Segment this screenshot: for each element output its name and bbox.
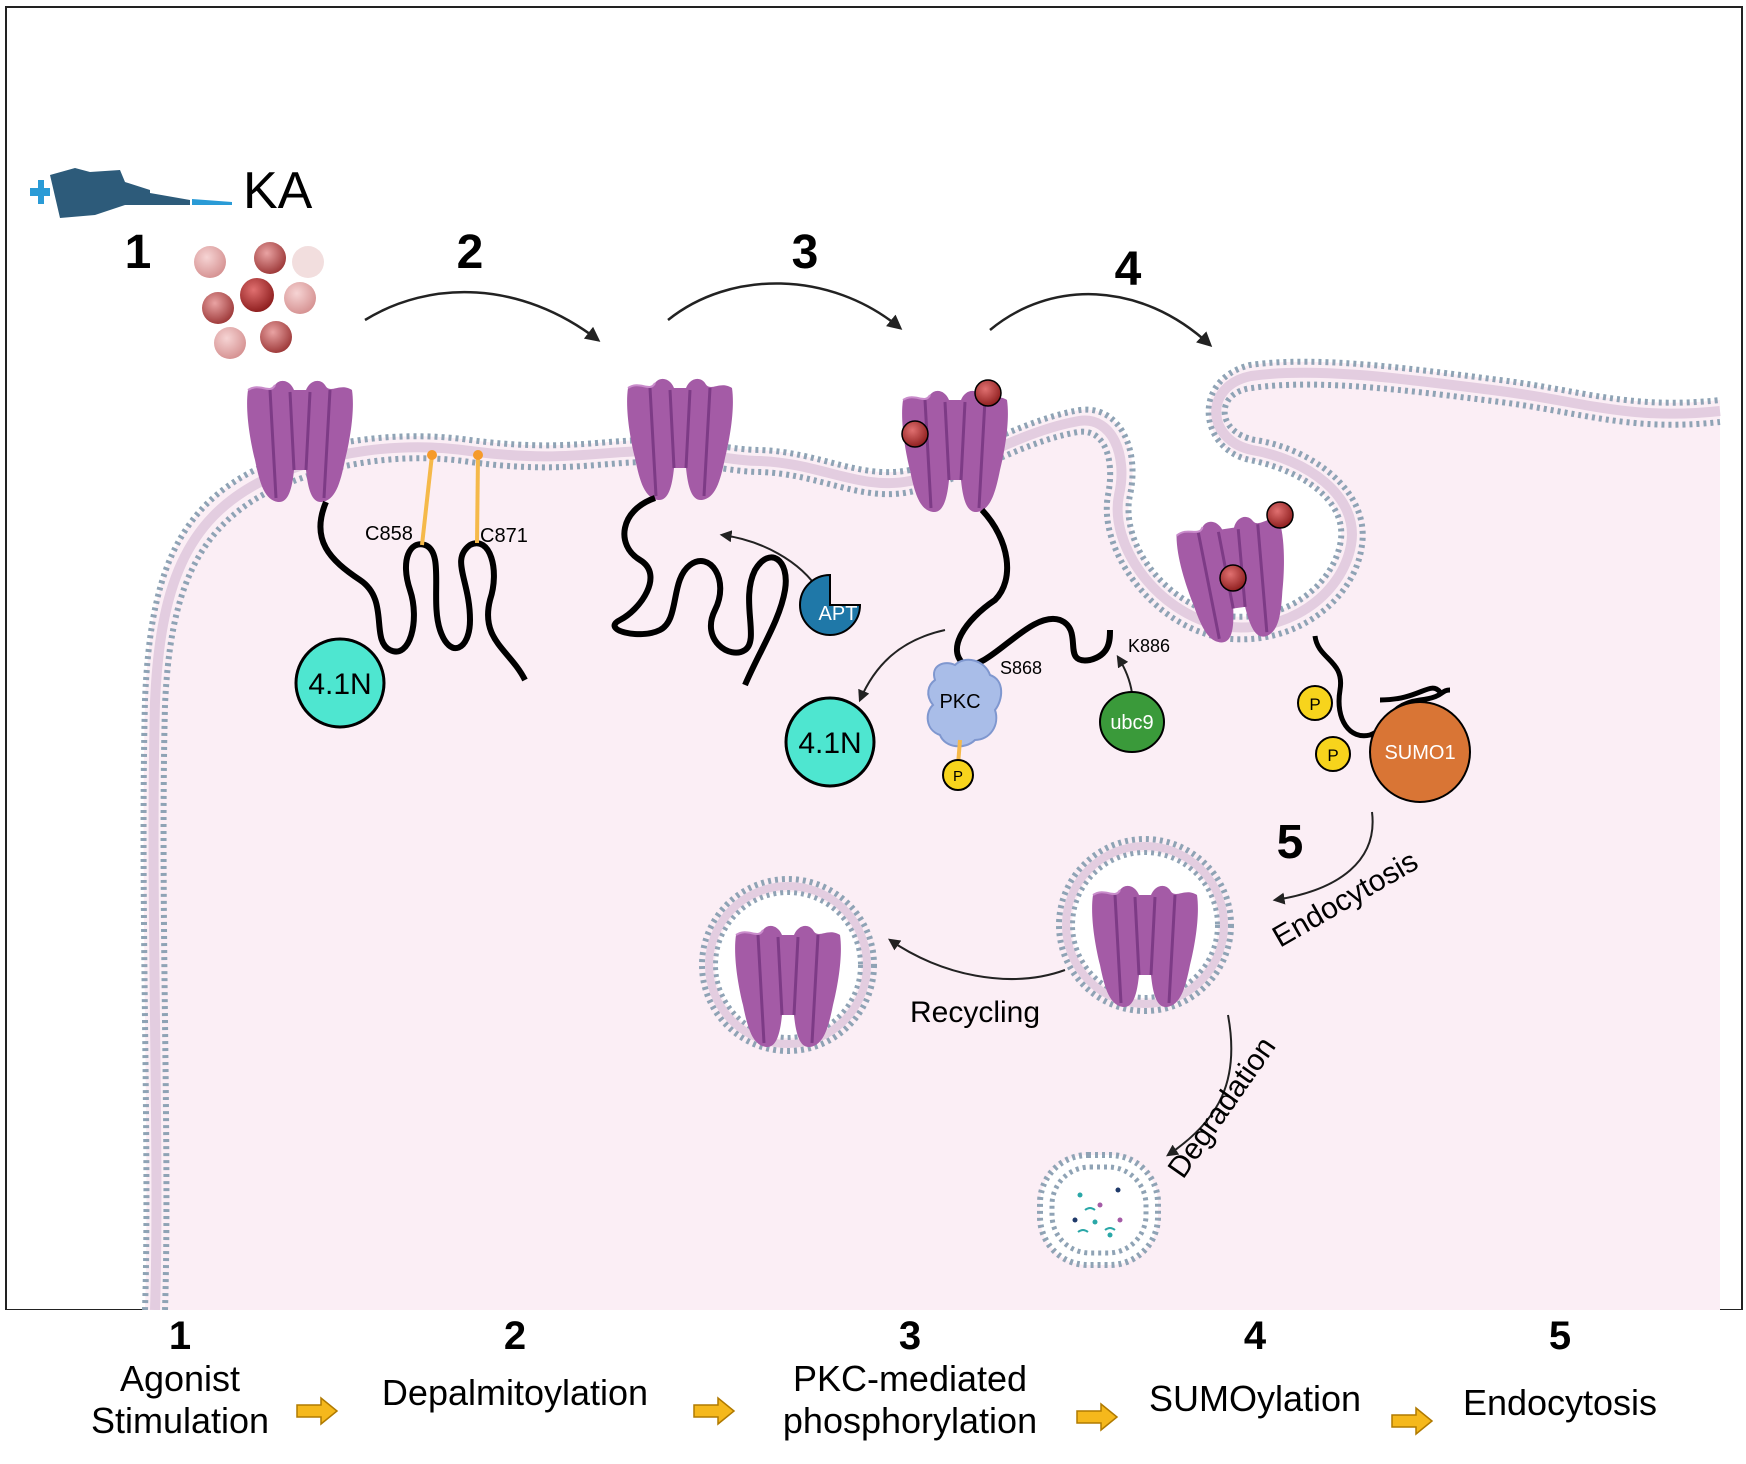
band41-label-a: 4.1N (308, 668, 371, 701)
ka-particles (194, 242, 324, 359)
legend-step-3-line2: phosphorylation (782, 1400, 1038, 1441)
receptor-step4 (1172, 501, 1451, 739)
legend-step-1-line1: Agonist (119, 1358, 241, 1399)
step-num-5: 5 (1277, 816, 1304, 869)
pipette-icon (30, 168, 232, 218)
phospho-group-1 (1297, 685, 1333, 721)
legend-step-1: 1 Agonist Stimulation (60, 1314, 300, 1442)
step-arrow-1-2 (364, 290, 601, 342)
step-arrow-2-3 (667, 282, 903, 330)
legend-arrow-3 (1076, 1402, 1119, 1432)
degradation-arrow (1166, 1014, 1233, 1157)
band41-release-arrow (858, 629, 946, 703)
site-k886: K886 (1128, 636, 1170, 656)
legend-step-5-number: 5 (1548, 1314, 1572, 1358)
phospho-group-2 (1315, 736, 1351, 772)
recycling-arrow (888, 938, 1066, 980)
pkc-label: PKC (939, 691, 980, 713)
figure-canvas: KA 1 2 3 4 5 C858 C871 4.1N APT (5, 6, 1743, 1310)
ubc9-protein (1099, 691, 1165, 753)
step-num-1: 1 (125, 226, 152, 279)
site-s868: S868 (1000, 658, 1042, 678)
legend-step-4-number: 4 (1243, 1314, 1267, 1358)
recycling-label: Recycling (910, 996, 1040, 1029)
legend-arrow-1 (296, 1396, 339, 1426)
legend-step-4-line1: SUMOylation (1148, 1378, 1362, 1419)
apt-label: APT (819, 603, 858, 625)
recycling-vesicle (699, 876, 877, 1054)
pkc-phospho-label: P (953, 768, 963, 785)
receptor-step3 (900, 379, 1113, 669)
lysosome (1037, 1152, 1161, 1268)
legend-step-1-number: 1 (168, 1314, 192, 1358)
step-arrow-3-4 (989, 292, 1213, 348)
site-c858: C858 (365, 523, 413, 545)
pkc-protein (926, 658, 1003, 791)
legend-step-3-line1: PKC-mediated (792, 1358, 1028, 1399)
phospho-label-1: P (1309, 695, 1320, 714)
legend-step-2: 2 Depalmitoylation (350, 1314, 680, 1414)
legend-step-5-line1: Endocytosis (1462, 1382, 1658, 1423)
legend-step-1-line2: Stimulation (90, 1400, 270, 1441)
legend-step-2-number: 2 (503, 1314, 527, 1358)
legend-step-2-line1: Depalmitoylation (381, 1372, 649, 1413)
legend-arrow-4 (1391, 1406, 1434, 1436)
ubc9-arrow (1116, 654, 1133, 694)
legend-step-3-number: 3 (898, 1314, 922, 1358)
step-num-4: 4 (1115, 243, 1142, 296)
site-c871: C871 (480, 525, 528, 547)
agonist-label: KA (243, 162, 313, 220)
legend-step-4: 4 SUMOylation (1125, 1314, 1385, 1420)
receptor-step1 (245, 379, 528, 682)
cell-membrane (140, 358, 1721, 1310)
band41-label-b: 4.1N (798, 727, 861, 760)
legend-step-5: 5 Endocytosis (1440, 1314, 1680, 1424)
receptor-step2 (611, 377, 789, 687)
legend-step-3: 3 PKC-mediated phosphorylation (750, 1314, 1070, 1442)
phospho-label-2: P (1327, 746, 1338, 765)
endocytosis-arrow (1272, 811, 1374, 905)
legend-arrow-2 (693, 1396, 736, 1426)
ubc9-label: ubc9 (1110, 712, 1153, 734)
step-legend: 1 Agonist Stimulation 2 Depalmitoylation… (0, 1310, 1746, 1464)
band41-protein-a (294, 637, 386, 729)
apt-enzyme (799, 573, 862, 636)
sumo1-protein (1369, 701, 1471, 803)
band41-protein-b (784, 696, 876, 788)
endocytic-vesicle (1056, 836, 1234, 1014)
sumo1-label: SUMO1 (1384, 742, 1455, 764)
step-num-2: 2 (457, 226, 484, 279)
step-num-3: 3 (792, 226, 819, 279)
